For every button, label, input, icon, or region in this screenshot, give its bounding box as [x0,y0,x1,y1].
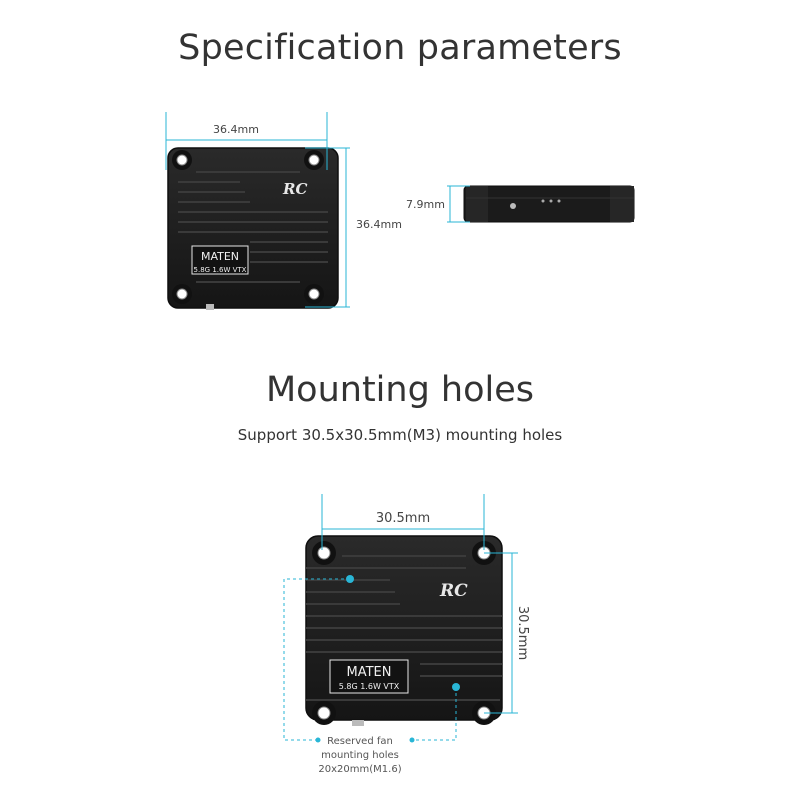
mount-dimension-lines [321,494,518,714]
rc-logo-bottom: RC [439,581,468,601]
dim-height-mount: 30.5mm [515,606,530,660]
fan-note-line-2: mounting holes [321,750,399,761]
rc-logo-top: RC [282,180,307,198]
dim-width-mount: 30.5mm [376,511,430,526]
brand-label-bottom: MATEN [347,665,392,680]
vtx-mounting-view: RC MATEN 5.8G 1.6W VTX [305,535,503,726]
dim-height-top: 36.4mm [356,218,402,231]
dim-thickness: 7.9mm [406,198,445,211]
fan-hole-leaders [283,578,457,741]
dim-width-top: 36.4mm [213,123,259,136]
spec-title: Specification parameters [178,28,622,68]
fan-note-line-3: 20x20mm(M1.6) [318,764,402,775]
model-label-top: 5.8G 1.6W VTX [194,266,247,274]
mounting-subtitle: Support 30.5x30.5mm(M3) mounting holes [237,426,563,444]
vtx-top-view: RC MATEN 5.8G 1.6W VTX [167,147,339,310]
side-dimension-lines [447,185,470,223]
vtx-side-view [463,185,635,223]
fan-note-line-1: Reserved fan [327,736,393,747]
model-label-bottom: 5.8G 1.6W VTX [339,682,400,691]
mounting-title: Mounting holes [265,370,535,410]
fan-holes-note: Reserved fan mounting holes 20x20mm(M1.6… [300,735,420,777]
brand-label-top: MATEN [201,250,239,263]
top-dimension-lines [165,112,350,308]
